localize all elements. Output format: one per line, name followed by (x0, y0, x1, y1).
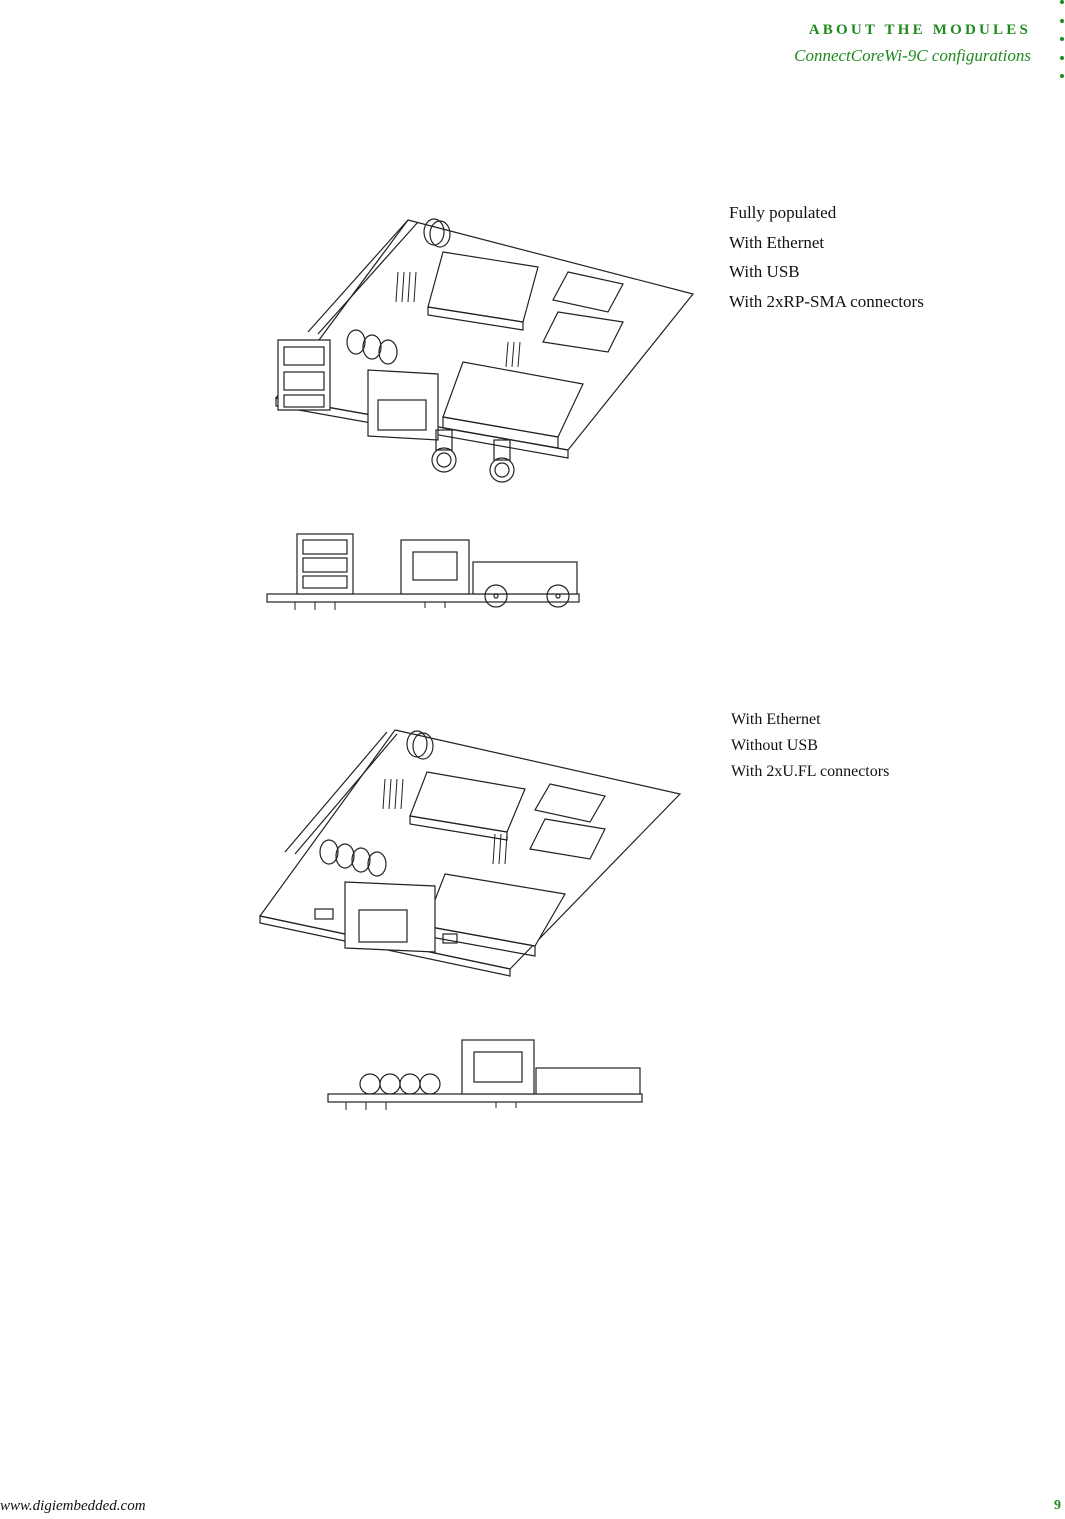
config-2-feature-list: With Ethernet Without USB With 2xU.FL co… (731, 710, 889, 788)
module-no-usb-iso-drawing (255, 724, 685, 979)
feature-item: With Ethernet (731, 711, 821, 728)
section-subtitle: ConnectCoreWi-9C configurations (794, 46, 1031, 65)
feature-item: Without USB (731, 737, 818, 754)
module-no-usb-side-drawing (326, 1036, 646, 1114)
module-fully-populated-iso-drawing (268, 212, 698, 492)
page-number: 9 (1054, 1498, 1061, 1513)
footer-url: www.digiembedded.com (0, 1498, 146, 1514)
feature-item: Fully populated (729, 203, 837, 222)
feature-item: With USB (729, 262, 800, 281)
module-fully-populated-side-drawing (265, 528, 585, 616)
config-1-feature-list: Fully populated With Ethernet With USB W… (729, 202, 924, 320)
margin-dots (1060, 0, 1065, 90)
feature-item: With Ethernet (729, 232, 825, 252)
section-title: ABOUT THE MODULES (808, 22, 1031, 38)
feature-item: With 2xRP-SMA connectors (729, 291, 924, 311)
feature-item: With 2xU.FL connectors (731, 763, 890, 780)
